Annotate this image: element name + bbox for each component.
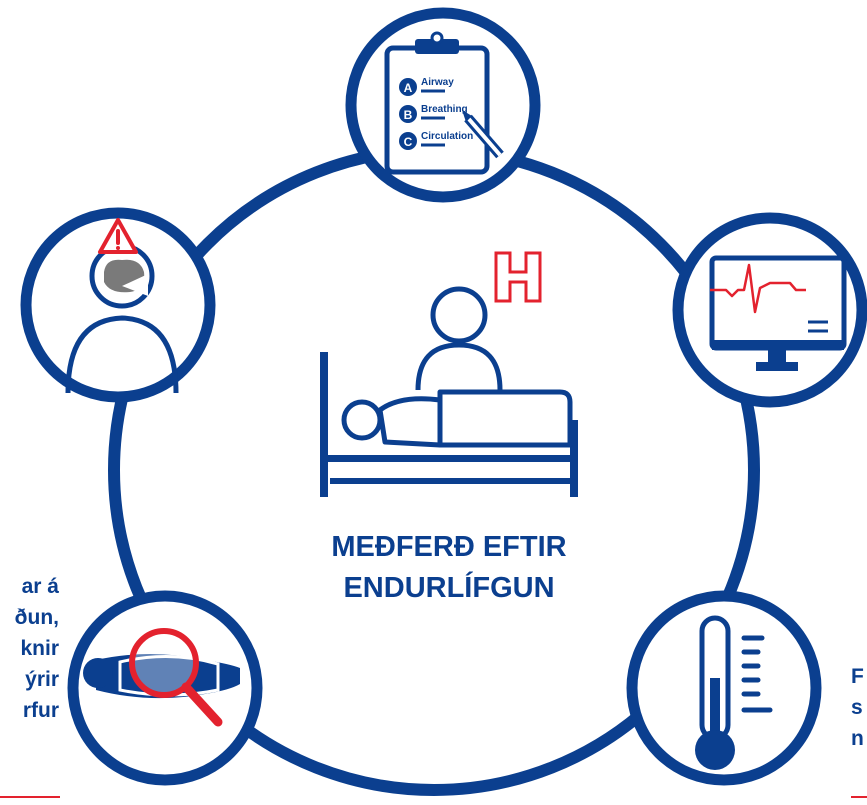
center-title-line2: ENDURLÍFGUN xyxy=(343,570,554,604)
breathing-letter: B xyxy=(404,108,413,122)
ecg-trace xyxy=(710,263,806,314)
left-caption-line: ar á xyxy=(21,575,59,598)
checklist-icon: A Airway B Breathing C Circulation xyxy=(345,7,541,203)
left-divider xyxy=(0,796,60,798)
body-search-icon xyxy=(67,590,263,786)
thermometer-icon xyxy=(626,590,822,786)
left-caption-line: ýrir xyxy=(25,668,59,691)
hospital-bed-icon xyxy=(320,251,578,497)
right-caption-line: F xyxy=(851,665,864,688)
magnifier-handle xyxy=(181,682,223,727)
ecg-monitor-icon xyxy=(672,212,867,408)
brain-warning-icon xyxy=(20,207,216,403)
magnifier-lens xyxy=(129,628,199,698)
airway-letter: A xyxy=(404,81,413,95)
breathing-label: Breathing xyxy=(421,104,468,115)
circulation-badge xyxy=(399,132,417,150)
hospital-h-icon xyxy=(494,251,542,303)
left-caption-line: knir xyxy=(20,637,59,660)
right-caption-line: s xyxy=(851,696,863,719)
airway-badge xyxy=(399,78,417,96)
circulation-letter: C xyxy=(404,135,413,149)
breathing-badge xyxy=(399,105,417,123)
right-divider xyxy=(851,796,867,798)
left-caption-line: rfur xyxy=(22,699,59,722)
center-title-line1: MEÐFERÐ EFTIR xyxy=(331,531,566,563)
right-caption-line: n xyxy=(851,727,864,750)
pencil-icon xyxy=(462,110,504,159)
left-caption: ar á ðun, knir ýrir rfur xyxy=(15,571,59,726)
left-caption-line: ðun, xyxy=(14,606,59,629)
airway-label: Airway xyxy=(421,77,454,88)
right-caption: F s n xyxy=(851,661,864,754)
circulation-label: Circulation xyxy=(421,131,473,142)
